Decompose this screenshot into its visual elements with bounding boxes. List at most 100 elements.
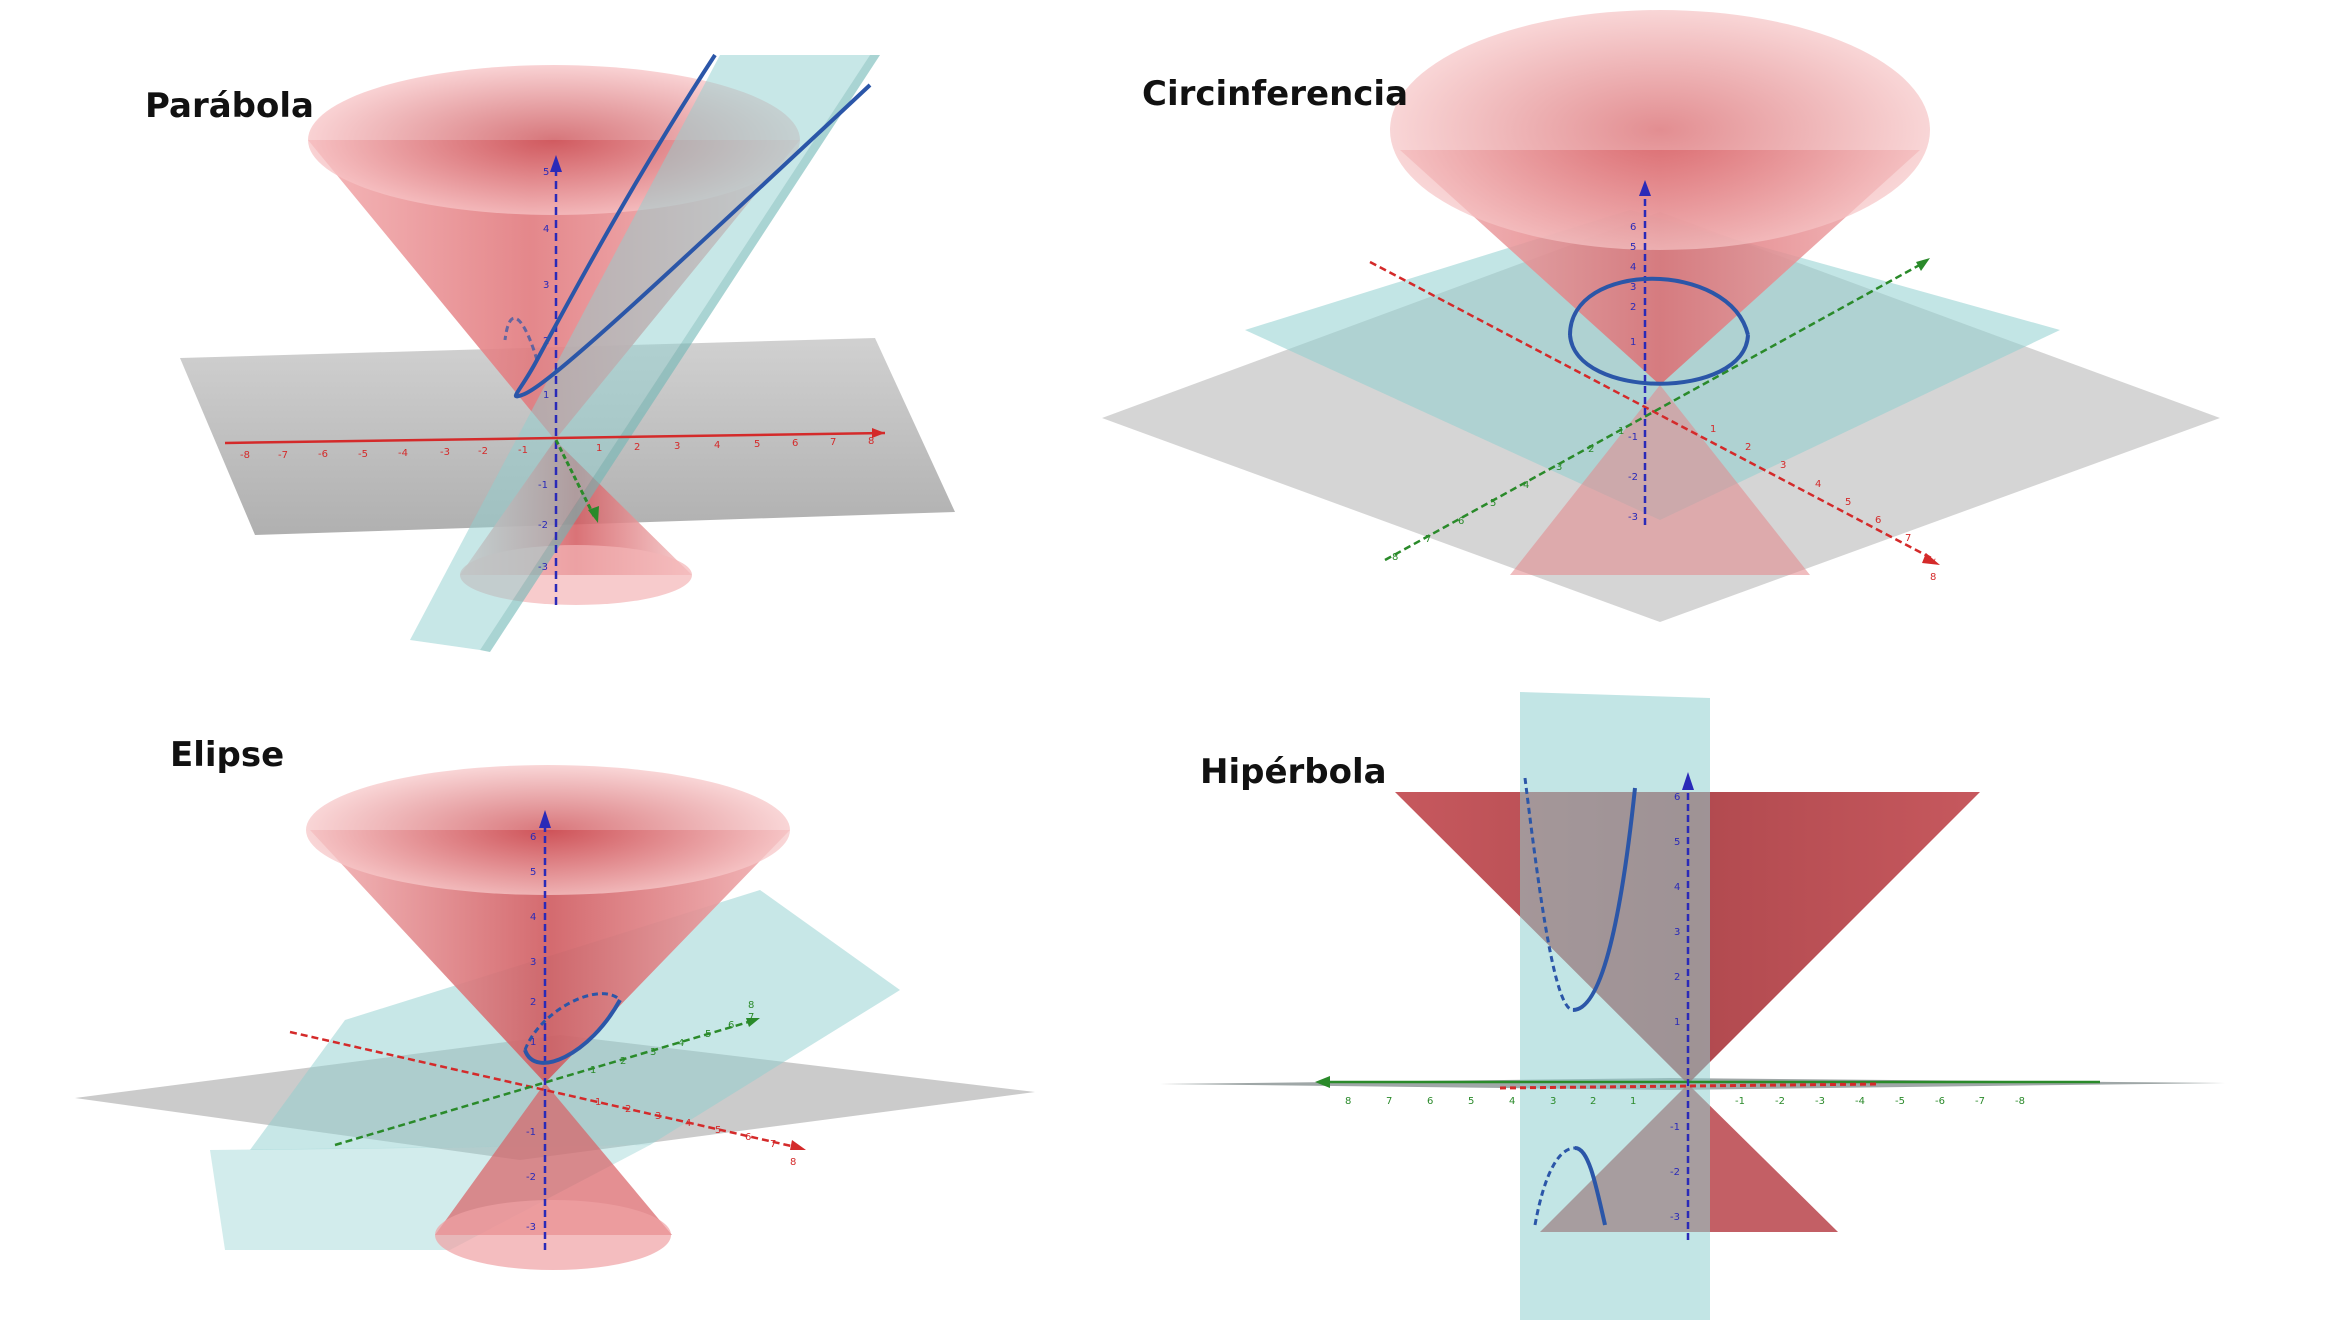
x-tick: 4 bbox=[1815, 479, 1821, 490]
z-tick: -3 bbox=[526, 1222, 536, 1233]
y-tick: 3 bbox=[1550, 1096, 1556, 1107]
lower-cone bbox=[435, 1083, 672, 1235]
x-tick-labels: -8 -7 -6 -5 -4 -3 -2 -1 1 2 3 4 5 6 7 8 bbox=[240, 436, 874, 461]
z-tick: -3 bbox=[538, 562, 548, 573]
x-axis bbox=[1369, 260, 1936, 562]
y-tick: 5 bbox=[705, 1029, 711, 1040]
x-tick: 7 bbox=[830, 437, 836, 448]
y-axis bbox=[334, 1018, 756, 1147]
z-tick: 5 bbox=[543, 167, 549, 178]
y-tick: 1 bbox=[1618, 426, 1624, 437]
z-tick: -1 bbox=[1628, 432, 1638, 443]
y-tick: -5 bbox=[1895, 1096, 1905, 1107]
z-tick: 2 bbox=[530, 997, 536, 1008]
z-tick: 3 bbox=[530, 957, 536, 968]
z-tick-labels: 6 5 4 3 2 1 -1 -2 -3 bbox=[1628, 222, 1638, 523]
z-tick: 4 bbox=[543, 224, 549, 235]
x-tick: 1 bbox=[596, 443, 602, 454]
y-tick: -1 bbox=[1735, 1096, 1745, 1107]
y-axis bbox=[554, 439, 597, 519]
y-tick: -2 bbox=[1775, 1096, 1785, 1107]
y-tick: 2 bbox=[1588, 444, 1594, 455]
x-tick-labels: 1 2 3 4 5 6 7 8 bbox=[595, 1097, 796, 1168]
x-tick: 2 bbox=[634, 442, 640, 453]
z-tick-labels: 6 5 4 3 2 1 -1 -2 -3 bbox=[1670, 792, 1680, 1223]
y-tick: 2 bbox=[620, 1056, 626, 1067]
y-tick: 5 bbox=[1490, 498, 1496, 509]
y-tick: 4 bbox=[1509, 1096, 1515, 1107]
x-tick: 7 bbox=[770, 1139, 776, 1150]
panel-circunferencia: 6 5 4 3 2 1 -1 -2 -3 1 2 3 4 5 6 7 8 8 7… bbox=[1080, 0, 2334, 680]
x-tick: -7 bbox=[278, 450, 288, 461]
z-tick-labels: 6 5 4 3 2 1 -1 -2 -3 bbox=[526, 832, 536, 1233]
x-tick: -5 bbox=[358, 449, 368, 460]
z-tick: -2 bbox=[538, 520, 548, 531]
z-tick: 4 bbox=[530, 912, 536, 923]
z-tick: -2 bbox=[526, 1172, 536, 1183]
z-tick: -3 bbox=[1670, 1212, 1680, 1223]
cutting-plane bbox=[1520, 692, 1710, 1320]
z-tick: 6 bbox=[1674, 792, 1680, 803]
x-tick: 3 bbox=[655, 1111, 661, 1122]
z-tick: 2 bbox=[1630, 302, 1636, 313]
x-tick: -8 bbox=[240, 450, 250, 461]
panel-parabola: -8 -7 -6 -5 -4 -3 -2 -1 1 2 3 4 5 6 7 8 … bbox=[0, 0, 1100, 680]
x-tick: -4 bbox=[398, 448, 408, 459]
ellipse-curve bbox=[523, 992, 622, 1051]
y-tick: 4 bbox=[678, 1038, 684, 1049]
x-axis bbox=[289, 1030, 801, 1150]
y-tick: 8 bbox=[1392, 552, 1398, 563]
x-tick: 8 bbox=[1930, 572, 1936, 583]
panel-title: Hipérbola bbox=[1200, 752, 1387, 792]
z-tick: 6 bbox=[1630, 222, 1636, 233]
panel-title: Elipse bbox=[170, 735, 285, 775]
x-tick: 1 bbox=[1710, 424, 1716, 435]
x-axis bbox=[224, 431, 886, 445]
y-tick-labels: 8 7 6 5 4 3 2 1 bbox=[1392, 426, 1624, 563]
y-tick: 2 bbox=[1590, 1096, 1596, 1107]
x-tick: -6 bbox=[318, 449, 328, 460]
y-tick: 3 bbox=[650, 1047, 656, 1058]
z-tick: -2 bbox=[1670, 1167, 1680, 1178]
y-tick: -3 bbox=[1815, 1096, 1825, 1107]
z-tick: 3 bbox=[1630, 282, 1636, 293]
panel-hiperbola: 8 7 6 5 4 3 2 1 -1 -2 -3 -4 -5 -6 -7 -8 … bbox=[1100, 680, 2334, 1326]
y-tick: 3 bbox=[1556, 462, 1562, 473]
z-tick: 3 bbox=[543, 280, 549, 291]
y-tick: -7 bbox=[1975, 1096, 1985, 1107]
z-tick: -3 bbox=[1628, 512, 1638, 523]
y-tick: 1 bbox=[590, 1065, 596, 1076]
z-tick: 1 bbox=[543, 390, 549, 401]
lower-cone bbox=[1510, 385, 1810, 575]
circunferencia-figure: 6 5 4 3 2 1 -1 -2 -3 1 2 3 4 5 6 7 8 8 7… bbox=[1102, 10, 2220, 622]
x-tick-labels: 1 2 3 4 5 6 7 8 bbox=[1710, 424, 1936, 583]
y-tick: 4 bbox=[1523, 480, 1529, 491]
z-tick: -1 bbox=[1670, 1122, 1680, 1133]
x-axis bbox=[1499, 1082, 1881, 1090]
z-tick: 4 bbox=[1630, 262, 1636, 273]
z-tick: 4 bbox=[1674, 882, 1680, 893]
z-tick: 3 bbox=[1674, 927, 1680, 938]
parabola-figure: -8 -7 -6 -5 -4 -3 -2 -1 1 2 3 4 5 6 7 8 … bbox=[180, 53, 955, 652]
upper-cone bbox=[310, 830, 790, 1083]
x-tick: 8 bbox=[868, 436, 874, 447]
hyperbola-upper-branch bbox=[1523, 777, 1574, 1012]
y-tick-labels: 1 2 3 4 5 6 7 8 bbox=[590, 1000, 754, 1076]
cone-rim bbox=[1390, 10, 1930, 250]
z-tick: 1 bbox=[1674, 1017, 1680, 1028]
x-tick: 5 bbox=[715, 1125, 721, 1136]
x-tick: 6 bbox=[745, 1132, 751, 1143]
cutting-plane bbox=[410, 55, 870, 650]
x-tick: -3 bbox=[440, 447, 450, 458]
y-tick: 7 bbox=[1425, 534, 1431, 545]
y-tick: -6 bbox=[1935, 1096, 1945, 1107]
y-tick: 7 bbox=[1386, 1096, 1392, 1107]
panel-title: Circinferencia bbox=[1142, 74, 1409, 114]
x-tick: 4 bbox=[714, 440, 720, 451]
y-tick: 1 bbox=[1630, 1096, 1636, 1107]
x-tick: 7 bbox=[1905, 533, 1911, 544]
y-axis bbox=[1384, 260, 1926, 562]
x-tick: 2 bbox=[1745, 442, 1751, 453]
x-tick: 4 bbox=[685, 1118, 691, 1129]
y-tick-labels: 8 7 6 5 4 3 2 1 -1 -2 -3 -4 -5 -6 -7 -8 bbox=[1345, 1096, 2025, 1107]
